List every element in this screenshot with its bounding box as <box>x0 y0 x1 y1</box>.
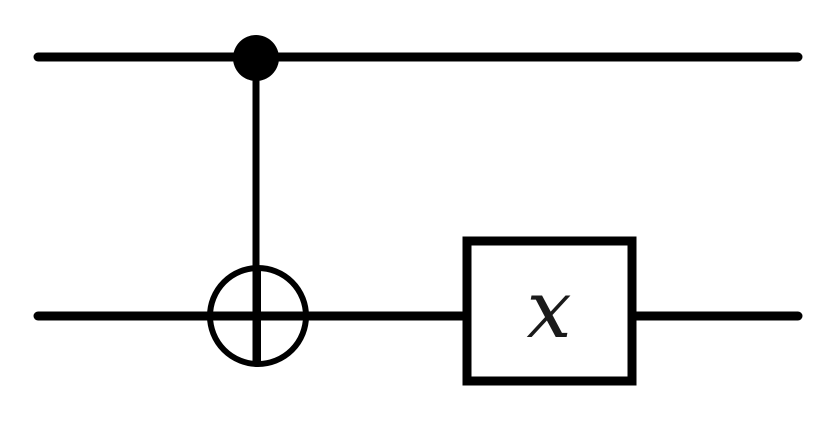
cnot-gate <box>207 35 309 367</box>
control-dot <box>233 35 279 81</box>
x-gate: x <box>462 236 637 386</box>
x-gate-label: x <box>526 263 571 356</box>
x-gate-box <box>462 236 637 386</box>
